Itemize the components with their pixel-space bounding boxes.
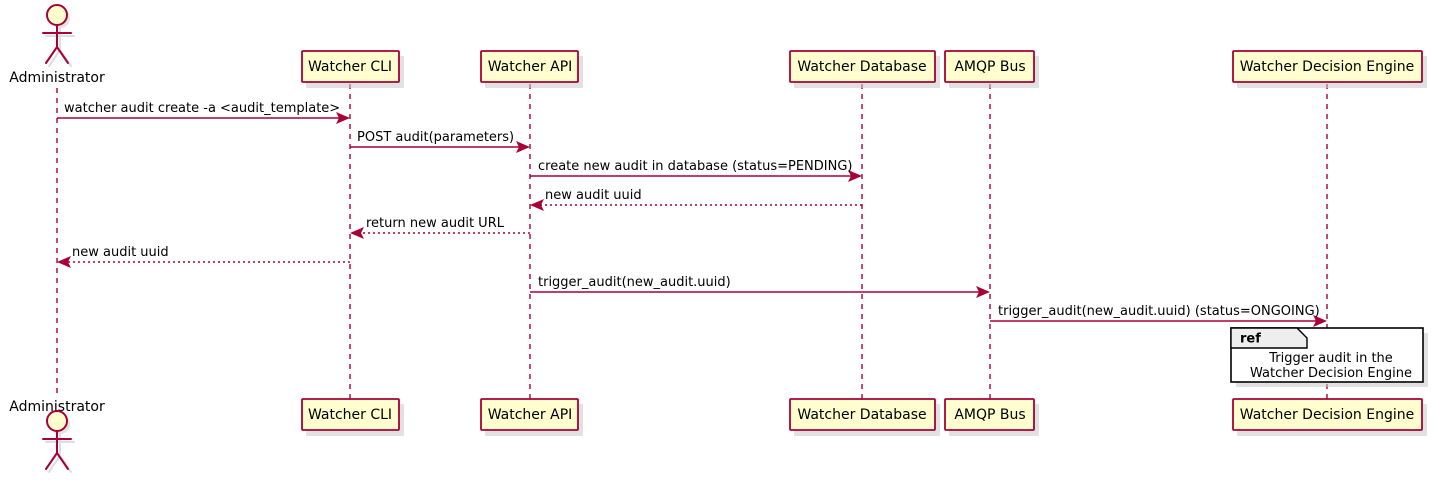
arrowhead-left-icon [530, 199, 544, 211]
arrowhead-left-icon [57, 256, 71, 268]
participant-label: Watcher Database [797, 407, 926, 423]
actor-administrator-top: Administrator [9, 4, 105, 86]
arrowhead-right-icon [976, 286, 990, 298]
ref-body-line-2: Watcher Decision Engine [1250, 366, 1412, 381]
ref-fragment-trigger-audit: ref Trigger audit in the Watcher Decisio… [1230, 327, 1428, 387]
participant-box-watcher-cli-footer[interactable]: Watcher CLI [301, 398, 404, 436]
actor-label-administrator-footer: Administrator [9, 399, 105, 415]
participant-box-watcher-api-footer[interactable]: Watcher API [480, 398, 583, 436]
participant-box-rect [944, 50, 1035, 83]
participant-box-watcher-decision-engine-footer[interactable]: Watcher Decision Engine [1232, 398, 1427, 436]
ref-body-line-1: Trigger audit in the [1268, 351, 1393, 366]
message-label: watcher audit create -a <audit_template> [64, 101, 340, 116]
participant-box-amqp-bus-footer[interactable]: AMQP Bus [944, 398, 1039, 436]
actor-legs-icon [45, 46, 69, 64]
participant-box-rect [789, 50, 936, 83]
message-post-audit: POST audit(parameters) [350, 130, 530, 153]
participant-box-rect [480, 50, 579, 83]
message-label: new audit uuid [545, 188, 642, 203]
participant-boxes-top: Watcher CLI Watcher API Watcher Database… [301, 50, 1427, 88]
actor-head-icon [46, 4, 68, 26]
participant-box-watcher-database-footer[interactable]: Watcher Database [789, 398, 940, 436]
actor-body-shadow [45, 27, 75, 67]
participant-boxes-bottom: Watcher CLI Watcher API Watcher Database… [301, 398, 1427, 436]
ref-tab-label: ref [1240, 332, 1261, 347]
actor-label-administrator: Administrator [9, 70, 105, 86]
message-create-new-audit: create new audit in database (status=PEN… [530, 159, 862, 182]
message-return-new-audit-url: return new audit URL [350, 216, 530, 239]
message-new-audit-uuid-db: new audit uuid [530, 188, 862, 211]
participant-box-rect [480, 398, 579, 431]
arrowhead-right-icon [516, 141, 530, 153]
message-trigger-audit-ongoing: trigger_audit(new_audit.uuid) (status=ON… [990, 304, 1327, 327]
arrowhead-right-icon [336, 112, 350, 124]
message-label: new audit uuid [72, 245, 169, 260]
message-label: create new audit in database (status=PEN… [538, 159, 853, 174]
actor-administrator-bottom: Administrator [9, 399, 105, 473]
participant-box-rect [301, 398, 400, 431]
participant-label: Watcher Decision Engine [1240, 407, 1414, 423]
participant-box-watcher-api[interactable]: Watcher API [480, 50, 583, 88]
participant-label: AMQP Bus [954, 407, 1025, 423]
participant-box-rect [789, 398, 936, 431]
message-label: trigger_audit(new_audit.uuid) [538, 275, 731, 290]
message-label: POST audit(parameters) [357, 130, 514, 145]
actor-legs-icon [45, 452, 69, 470]
lifelines-group [56, 84, 1328, 399]
participant-box-rect [301, 50, 400, 83]
participant-box-watcher-cli[interactable]: Watcher CLI [301, 50, 404, 88]
message-trigger-audit: trigger_audit(new_audit.uuid) [530, 275, 990, 298]
message-watcher-audit-create: watcher audit create -a <audit_template> [57, 101, 350, 124]
participant-label: Watcher API [488, 59, 573, 75]
participant-label: Watcher Decision Engine [1240, 59, 1414, 75]
participant-box-rect [1232, 50, 1423, 83]
participant-box-amqp-bus[interactable]: AMQP Bus [944, 50, 1039, 88]
participant-label: Watcher API [488, 407, 573, 423]
message-label: return new audit URL [366, 216, 505, 231]
participant-label: AMQP Bus [954, 59, 1025, 75]
participant-box-rect [1232, 398, 1423, 431]
ref-tab-shape [1230, 327, 1308, 349]
message-label: trigger_audit(new_audit.uuid) (status=ON… [998, 304, 1320, 319]
message-new-audit-uuid-cli: new audit uuid [57, 245, 350, 268]
arrowhead-right-icon [1313, 315, 1327, 327]
participant-box-watcher-database[interactable]: Watcher Database [789, 50, 940, 88]
arrowhead-right-icon [848, 170, 862, 182]
participant-box-watcher-decision-engine[interactable]: Watcher Decision Engine [1232, 50, 1427, 88]
messages-group: watcher audit create -a <audit_template>… [57, 101, 1327, 327]
actor-head-icon [46, 410, 68, 432]
actor-body-shadow [45, 433, 75, 473]
participant-label: Watcher CLI [308, 407, 392, 423]
participant-label: Watcher CLI [308, 59, 392, 75]
participant-box-rect [944, 398, 1035, 431]
participant-label: Watcher Database [797, 59, 926, 75]
arrowhead-left-icon [350, 227, 364, 239]
